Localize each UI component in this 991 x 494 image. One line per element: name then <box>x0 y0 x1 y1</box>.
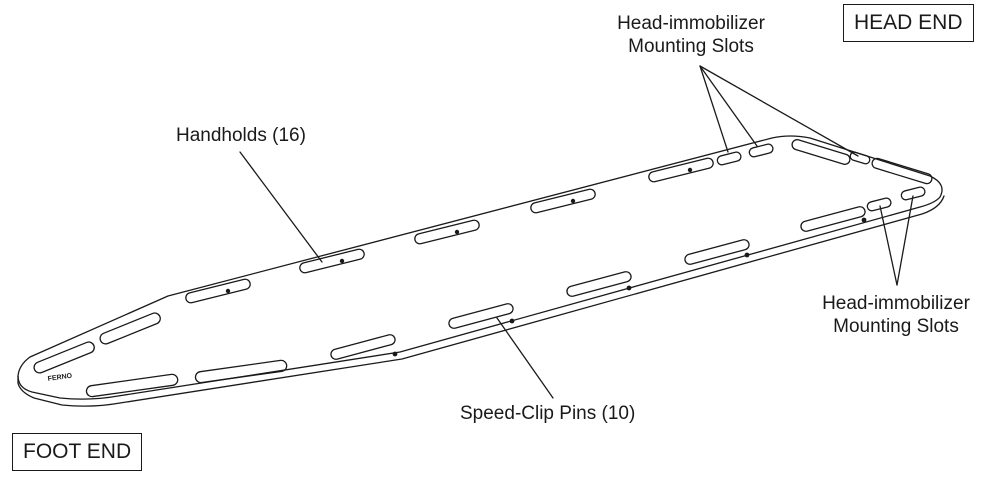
speed-clip-pin <box>687 167 693 173</box>
handhold <box>648 157 714 183</box>
handhold <box>871 157 933 185</box>
leader-head-slots-right <box>879 205 898 286</box>
handhold <box>684 239 750 265</box>
foot-end-label: FOOT END <box>12 433 143 471</box>
handholds-label: Handholds (16) <box>176 125 306 146</box>
handhold <box>299 248 365 274</box>
head-end-label: HEAD END <box>843 4 974 42</box>
head-slots-label-top: Head-immobilizer Mounting Slots <box>596 12 786 58</box>
handhold <box>99 312 161 345</box>
handhold <box>33 341 95 374</box>
handhold <box>800 206 866 232</box>
backboard-outline <box>17 135 943 400</box>
head-slots-top-line2: Mounting Slots <box>628 36 754 57</box>
leader-head-slots-right <box>896 195 914 286</box>
speed-clip-pin <box>626 285 632 291</box>
handhold <box>414 219 480 245</box>
backboard-edge <box>17 195 945 407</box>
head-immobilizer-slot <box>849 151 871 165</box>
speed-clip-pin <box>225 288 231 294</box>
handhold <box>566 271 632 297</box>
handhold <box>85 373 179 398</box>
head-immobilizer-slot <box>866 197 892 212</box>
head-immobilizer-slot <box>748 143 774 158</box>
leader-handholds <box>239 151 323 263</box>
head-slots-right-line2: Mounting Slots <box>833 316 959 337</box>
head-immobilizer-slot <box>900 186 926 201</box>
head-slots-right-line1: Head-immobilizer <box>822 293 970 314</box>
leader-head-slots-top <box>699 65 758 147</box>
speed-clip-pin <box>744 252 750 258</box>
leader-head-slots-top <box>699 65 729 153</box>
head-slots-label-right: Head-immobilizer Mounting Slots <box>801 292 991 338</box>
handhold <box>185 278 251 304</box>
handhold <box>530 188 596 214</box>
leader-head-slots-top <box>699 65 859 157</box>
handhold <box>330 334 396 360</box>
board-logo: FERNO <box>47 373 73 383</box>
leader-speed-clip <box>496 317 554 399</box>
speed-clip-pin <box>454 229 460 235</box>
speed-clip-pin <box>392 351 398 357</box>
speed-clip-pin <box>339 258 345 264</box>
speed-clip-pin <box>509 318 515 324</box>
head-immobilizer-slot <box>716 151 742 166</box>
handhold <box>448 303 514 329</box>
speed-clip-label: Speed-Clip Pins (10) <box>460 403 636 424</box>
head-slots-top-line1: Head-immobilizer <box>617 13 765 34</box>
handhold <box>194 359 288 384</box>
handhold <box>791 139 851 165</box>
speed-clip-pin <box>861 217 867 223</box>
speed-clip-pin <box>570 198 576 204</box>
